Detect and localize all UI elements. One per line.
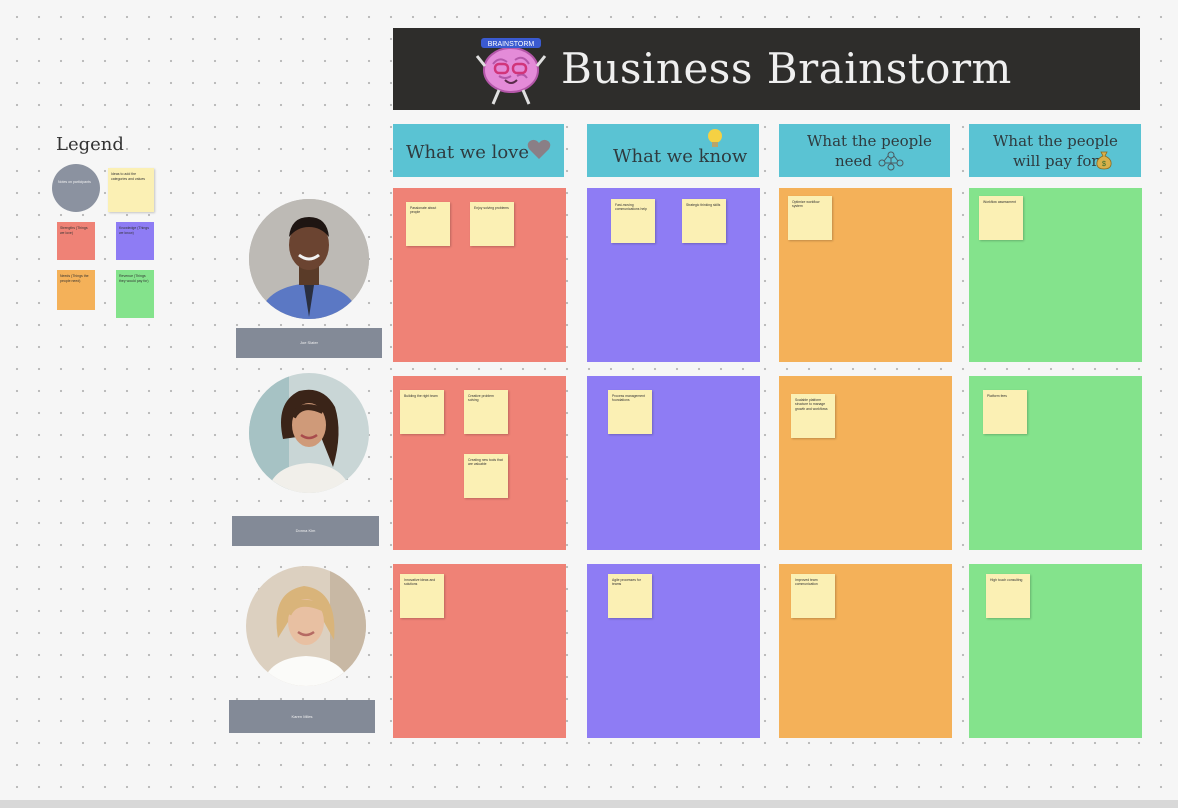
- network-icon: [878, 151, 904, 171]
- sticky-note[interactable]: Innovative ideas and solutions: [400, 574, 444, 618]
- sticky-note[interactable]: Strategic thinking skills: [682, 199, 726, 243]
- participant-name: Joe Slater: [299, 340, 318, 345]
- legend-item-label: Notes on participants: [58, 180, 91, 184]
- sticky-note[interactable]: Creating new tools that are valuable: [464, 454, 508, 498]
- avatar-participant-3[interactable]: [246, 566, 366, 686]
- cell-love-row-2[interactable]: Building the right team Creative problem…: [393, 376, 566, 550]
- money-bag-icon: $: [1096, 151, 1112, 170]
- legend-idea-note[interactable]: Ideas to add the categories and values: [108, 168, 154, 212]
- avatar-participant-2[interactable]: [249, 373, 369, 493]
- column-header-people-need[interactable]: What the people need: [779, 124, 950, 177]
- participant-name-badge[interactable]: Karen Miles: [229, 700, 375, 733]
- sticky-note[interactable]: Platform fees: [983, 390, 1027, 434]
- legend-participant-circle[interactable]: Notes on participants: [52, 164, 100, 212]
- sticky-note[interactable]: Improved team communication: [791, 574, 835, 618]
- avatar-participant-1[interactable]: [249, 199, 369, 319]
- legend-knowledge-swatch[interactable]: Knowledge (Things we know): [116, 222, 154, 260]
- cell-need-row-1[interactable]: Optimize workflow system: [779, 188, 952, 362]
- column-header-label: need: [835, 152, 873, 170]
- sticky-note-text: Workflow assessment: [983, 200, 1016, 204]
- sticky-note[interactable]: Fast-moving communications help: [611, 199, 655, 243]
- legend-strengths-swatch[interactable]: Strengths (Things we love): [57, 222, 95, 260]
- legend-item-label: Knowledge (Things we know): [119, 226, 149, 235]
- column-header-what-we-love[interactable]: What we love: [393, 124, 564, 177]
- sticky-note-text: Creating new tools that are valuable: [468, 458, 503, 467]
- brain-mascot-icon: BRAINSTORM: [475, 38, 547, 105]
- sticky-note[interactable]: Scalable platform structure to manage gr…: [791, 394, 835, 438]
- person-photo-icon: [249, 199, 369, 319]
- sticky-note-text: Process management foundations: [612, 394, 645, 403]
- person-photo-icon: [249, 373, 369, 493]
- svg-text:$: $: [1102, 161, 1106, 168]
- legend-item-label: Ideas to add the categories and values: [111, 172, 146, 181]
- sticky-note-text: Enjoy solving problems: [474, 206, 509, 210]
- cell-love-row-3[interactable]: Innovative ideas and solutions: [393, 564, 566, 738]
- sticky-note-text: Fast-moving communications help: [615, 203, 647, 212]
- sticky-note-text: Optimize workflow system: [792, 200, 820, 209]
- cell-know-row-1[interactable]: Fast-moving communications help Strategi…: [587, 188, 760, 362]
- sticky-note[interactable]: Process management foundations: [608, 390, 652, 434]
- sticky-note[interactable]: Creative problem solving: [464, 390, 508, 434]
- legend-item-label: Revenue (Things they would pay for): [119, 274, 149, 283]
- column-header-what-we-know[interactable]: What we know: [587, 124, 759, 177]
- cell-pay-row-3[interactable]: High touch consulting: [969, 564, 1142, 738]
- title-banner: BRAINSTORM Business Brainstorm: [393, 28, 1140, 110]
- cell-know-row-3[interactable]: Agile processes for teams: [587, 564, 760, 738]
- sticky-note-text: Passionate about people: [410, 206, 437, 215]
- cell-pay-row-1[interactable]: Workflow assessment: [969, 188, 1142, 362]
- sticky-note[interactable]: Optimize workflow system: [788, 196, 832, 240]
- column-header-label: What we know: [613, 146, 748, 167]
- legend-revenue-swatch[interactable]: Revenue (Things they would pay for): [116, 270, 154, 318]
- sticky-note-text: Agile processes for teams: [612, 578, 641, 587]
- sticky-note-text: Scalable platform structure to manage gr…: [795, 398, 828, 411]
- mascot-label: BRAINSTORM: [488, 41, 535, 48]
- sticky-note[interactable]: Building the right team: [400, 390, 444, 434]
- participant-name-badge[interactable]: Joe Slater: [236, 328, 382, 358]
- sticky-note[interactable]: Passionate about people: [406, 202, 450, 246]
- sticky-note-text: High touch consulting: [990, 578, 1023, 582]
- legend-needs-swatch[interactable]: Needs (Things the people need): [57, 270, 95, 310]
- sticky-note[interactable]: Agile processes for teams: [608, 574, 652, 618]
- participant-name: Karen Miles: [291, 714, 313, 719]
- legend-item-label: Needs (Things the people need): [60, 274, 89, 283]
- participant-name: Donna Kim: [295, 528, 316, 533]
- legend-item-label: Strengths (Things we love): [60, 226, 88, 235]
- column-header-label: What we love: [406, 142, 529, 163]
- legend-title: Legend: [56, 134, 124, 155]
- cell-need-row-2[interactable]: Scalable platform structure to manage gr…: [779, 376, 952, 550]
- canvas-bottom-edge: [0, 800, 1178, 808]
- column-header-label: will pay for: [1013, 152, 1099, 170]
- sticky-note-text: Building the right team: [404, 394, 438, 398]
- column-header-label: What the people: [807, 132, 932, 150]
- sticky-note-text: Platform fees: [987, 394, 1007, 398]
- sticky-note[interactable]: Enjoy solving problems: [470, 202, 514, 246]
- cell-pay-row-2[interactable]: Platform fees: [969, 376, 1142, 550]
- cell-know-row-2[interactable]: Process management foundations: [587, 376, 760, 550]
- column-header-people-will-pay[interactable]: What the people will pay for $: [969, 124, 1141, 177]
- sticky-note-text: Innovative ideas and solutions: [404, 578, 436, 587]
- page-title: Business Brainstorm: [561, 44, 1012, 93]
- sticky-note-text: Strategic thinking skills: [686, 203, 721, 207]
- cell-love-row-1[interactable]: Passionate about people Enjoy solving pr…: [393, 188, 566, 362]
- sticky-note-text: Creative problem solving: [468, 394, 494, 403]
- column-header-label: What the people: [993, 132, 1118, 150]
- cell-need-row-3[interactable]: Improved team communication: [779, 564, 952, 738]
- sticky-note-text: Improved team communication: [795, 578, 818, 587]
- heart-icon: [527, 139, 551, 159]
- sticky-note[interactable]: High touch consulting: [986, 574, 1030, 618]
- lightbulb-icon: [708, 129, 722, 147]
- participant-name-badge[interactable]: Donna Kim: [232, 516, 379, 546]
- sticky-note[interactable]: Workflow assessment: [979, 196, 1023, 240]
- person-photo-icon: [246, 566, 366, 686]
